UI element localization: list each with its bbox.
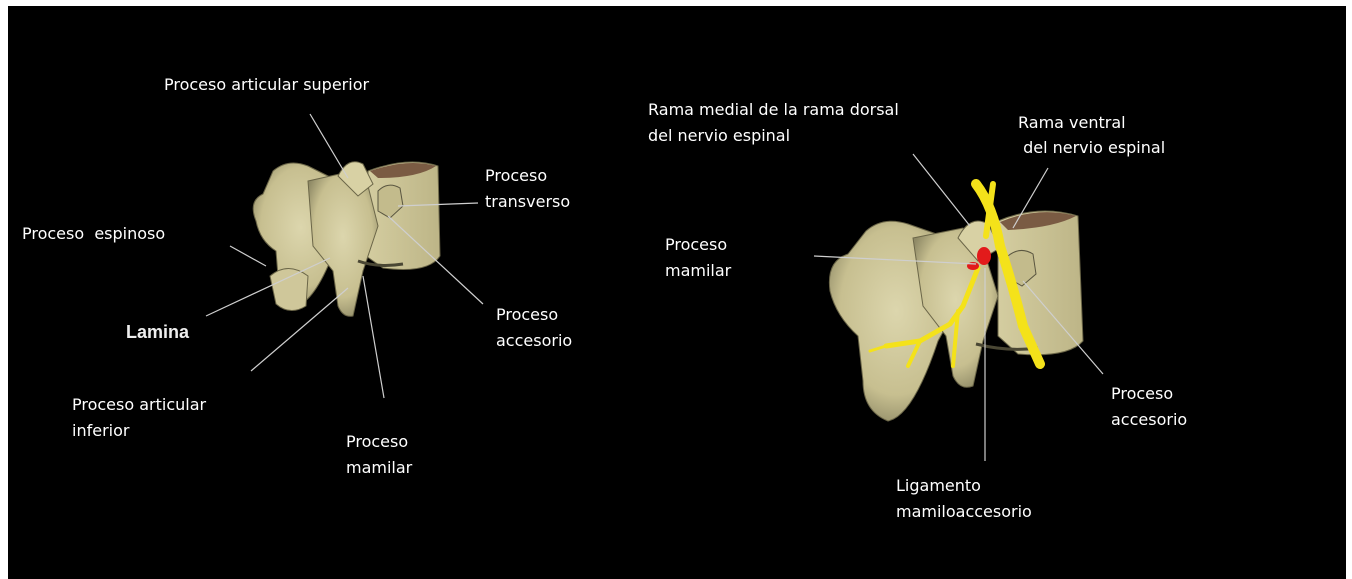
label-ventral-ramus: Rama ventral del nervio espinal	[1018, 110, 1165, 160]
label-transverse-process: Proceso transverso	[485, 163, 570, 215]
label-medial-branch-dorsal-ramus: Rama medial de la rama dorsal del nervio…	[648, 97, 899, 149]
left-inferior-articular	[270, 269, 308, 311]
label-accessory-process-right: Proceso accesorio	[1111, 381, 1187, 433]
leader-sup-art	[310, 114, 348, 178]
left-lamina	[308, 171, 378, 316]
label-accessory-process-left: Proceso accesorio	[496, 302, 572, 354]
label-mamilloaccessory-ligament: Ligamento mamiloaccesorio	[896, 473, 1032, 525]
leader-medial-branch	[913, 154, 970, 226]
label-inferior-articular-process: Proceso articular inferior	[72, 392, 206, 444]
label-lamina: Lamina	[126, 322, 189, 342]
leader-mamillary-left	[363, 276, 384, 398]
leader-spinous	[230, 246, 266, 266]
label-spinous-process: Proceso espinoso	[22, 224, 165, 244]
label-mamillary-process-left: Proceso mamilar	[346, 429, 412, 481]
label-superior-articular-process: Proceso articular superior	[164, 75, 369, 95]
label-mamillary-process-right: Proceso mamilar	[665, 232, 731, 284]
figure-background: Proceso articular superior Proceso trans…	[8, 6, 1346, 579]
